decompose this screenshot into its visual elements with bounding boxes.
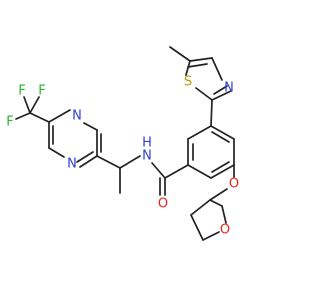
atom-oxygen-carbonyl: O <box>158 197 168 212</box>
atom-fluorine-top-right: F <box>38 84 45 99</box>
ethyl-linker <box>96 155 121 194</box>
atom-hydrogen-amide: H <box>142 136 152 151</box>
atom-fluorine-left: F <box>6 115 13 130</box>
methyl-bond <box>169 46 191 62</box>
trifluoromethyl-group <box>15 96 50 123</box>
atom-oxygen-ring: O <box>220 223 230 238</box>
atom-sulfur: S <box>184 75 192 90</box>
pyrimidine-ring <box>48 109 102 168</box>
atom-labels: S N N N F F F N H O O O <box>6 75 239 238</box>
ether-linkage <box>209 164 235 201</box>
amide-group <box>119 155 189 196</box>
atom-nitrogen-amide: N <box>142 149 152 164</box>
atom-nitrogen-thiazole: N <box>224 81 234 96</box>
atom-nitrogen-pyrimidine-top: N <box>72 109 82 124</box>
atom-fluorine-top-left: F <box>18 84 25 99</box>
bond-network <box>15 46 235 241</box>
atom-nitrogen-pyrimidine-bottom: N <box>67 157 77 172</box>
chemical-structure-diagram: S N N N F F F N H O O O <box>6 46 239 241</box>
benzene-ring <box>187 125 235 179</box>
thiazole-ring <box>169 46 232 127</box>
tetrahydrofuran-ring <box>190 199 227 241</box>
atom-oxygen-ether: O <box>229 177 239 192</box>
